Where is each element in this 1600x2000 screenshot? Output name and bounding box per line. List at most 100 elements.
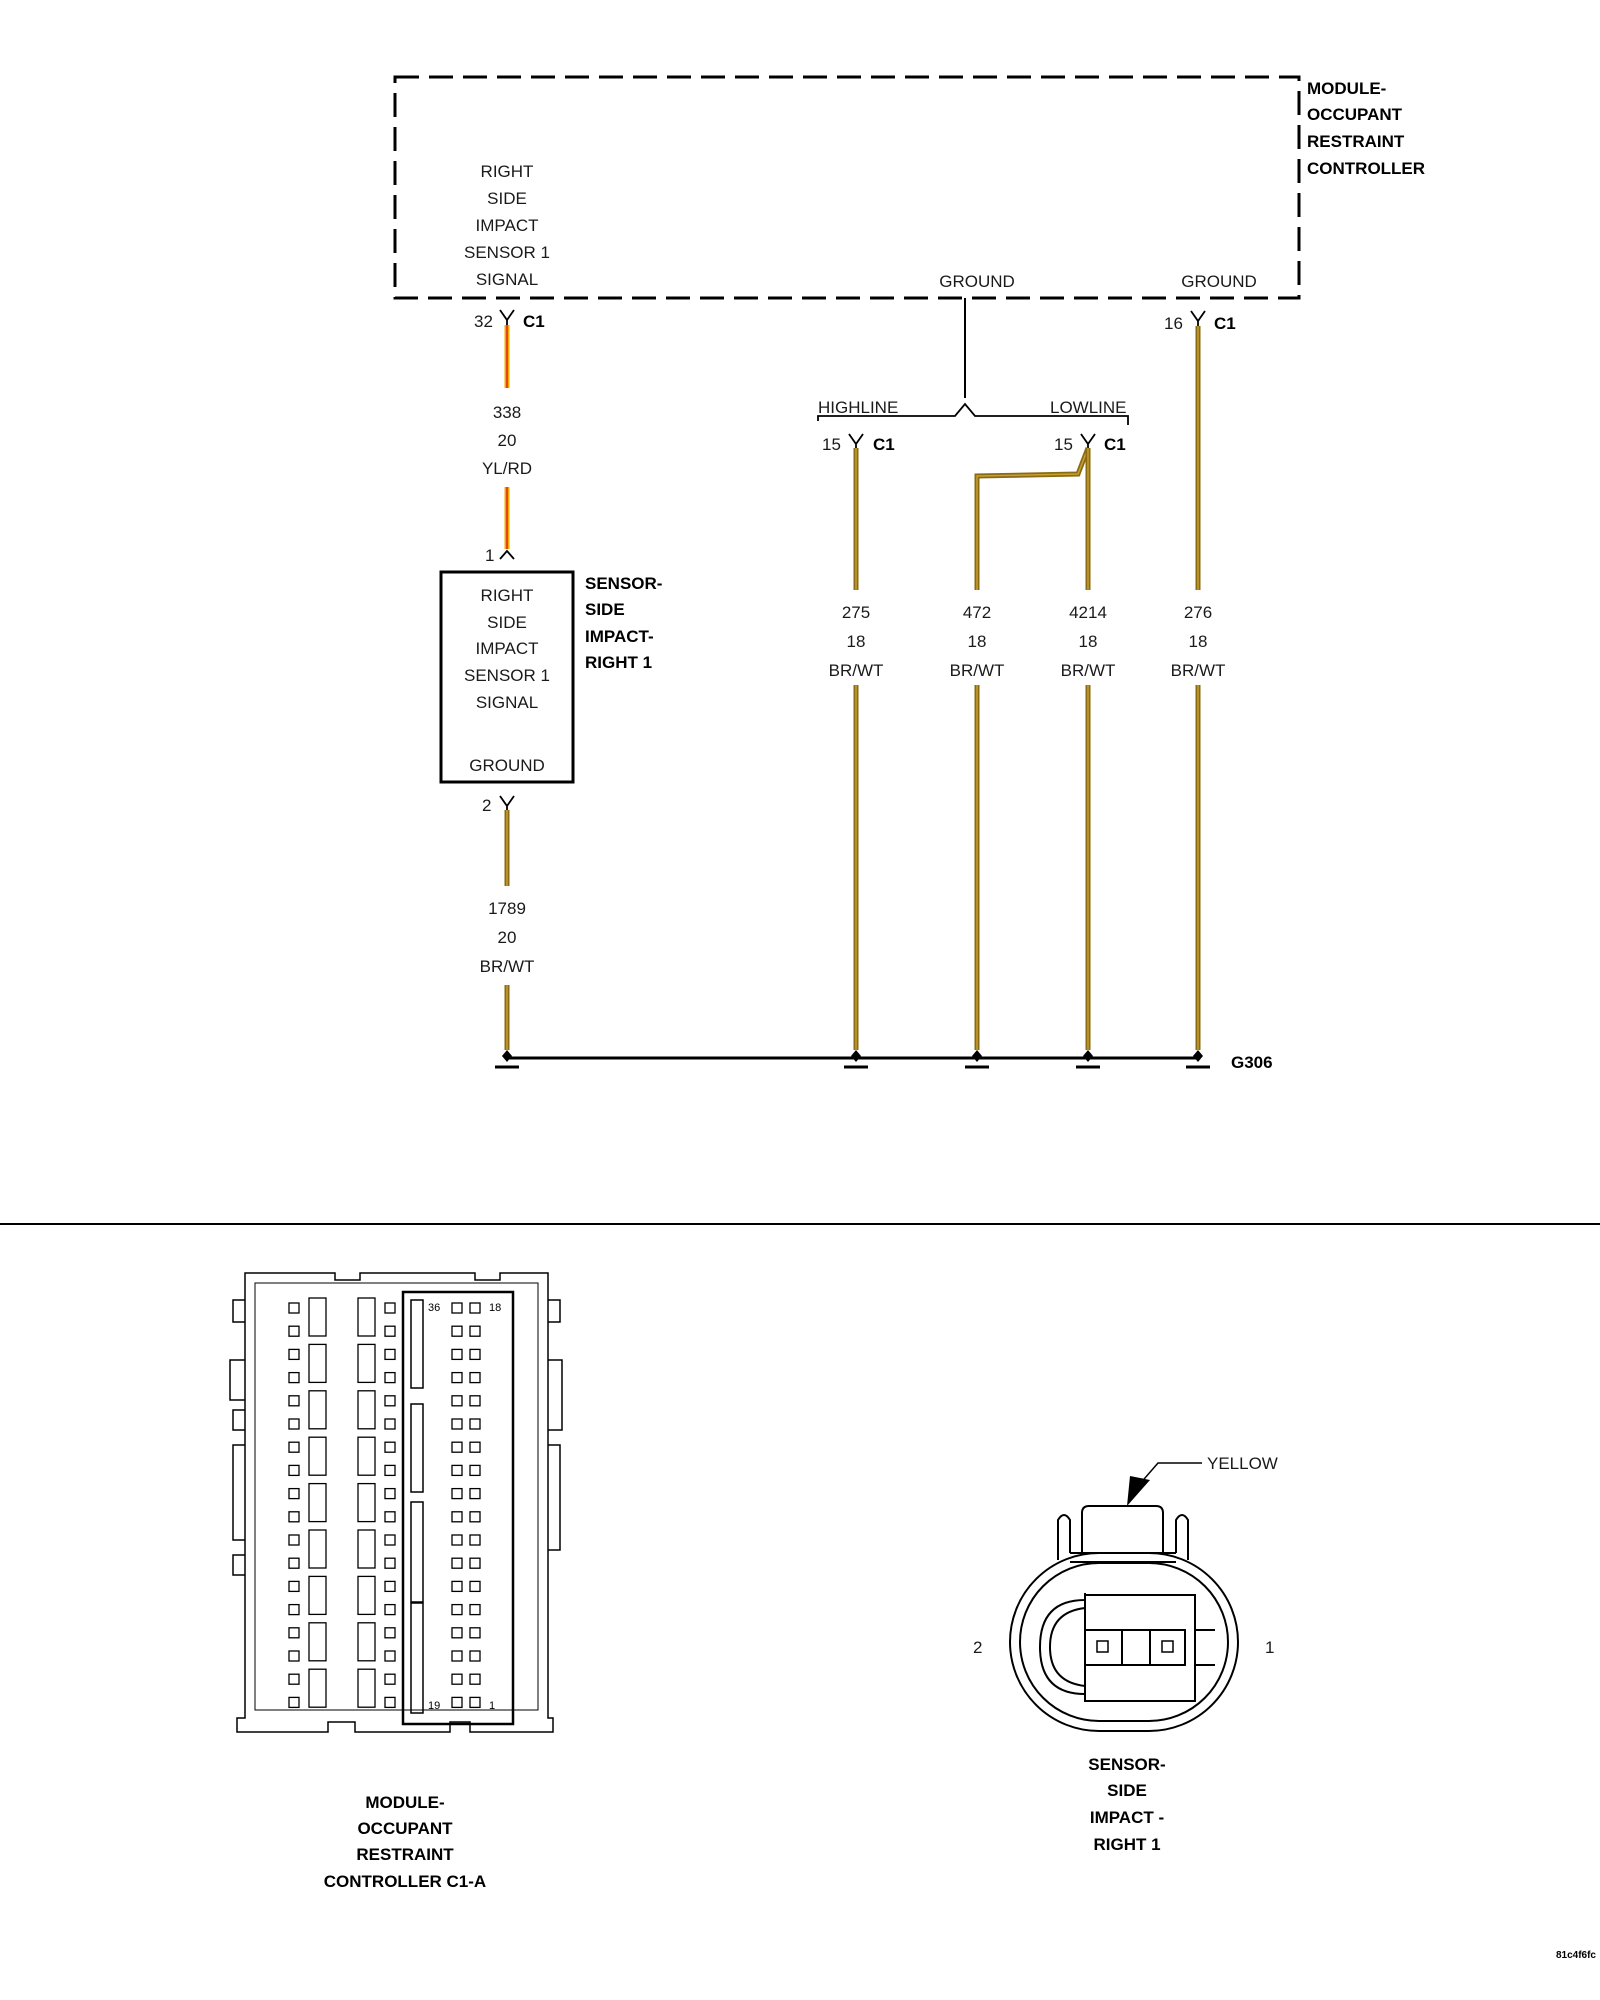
sensor-connector-caption-line-1: SENSOR- [1088, 1755, 1165, 1774]
c1a-cavity [384, 1650, 396, 1662]
c1-label: C1 [523, 312, 545, 331]
connector-c1-pin15-highline: 15 C1 [822, 433, 895, 454]
ground-bus-g306: G306 [495, 1050, 1273, 1072]
c1a-cavity [451, 1557, 463, 1569]
connector-c1-a-face-view [229, 1272, 563, 1733]
connector-c1-pin16: 16 C1 [1164, 310, 1236, 333]
sensor-connector-pin-1-label: 1 [1265, 1638, 1274, 1657]
wire-4214-gauge: 18 [1079, 632, 1098, 651]
c1a-cavity [288, 1603, 300, 1616]
c1a-cavity [308, 1436, 327, 1476]
c1a-cavity [469, 1534, 481, 1546]
sensor-connector-color-label: YELLOW [1207, 1454, 1278, 1473]
c1a-cavity [451, 1371, 463, 1384]
c1a-cavity [288, 1673, 300, 1685]
wire-4214-circuit: 4214 [1069, 603, 1107, 622]
module-signal-line-2: SIDE [487, 189, 527, 208]
c1a-cavity [469, 1673, 481, 1685]
ground-point [495, 1050, 519, 1069]
c1a-caption-line-4: CONTROLLER C1-A [324, 1872, 486, 1891]
c1a-cavity [469, 1487, 481, 1500]
c1a-pin-18-label: 18 [489, 1302, 501, 1314]
c1a-cavity [451, 1580, 463, 1593]
c1a-cavity [308, 1575, 327, 1616]
pin-32-label: 32 [474, 312, 493, 331]
module-ground-left-label: GROUND [939, 272, 1015, 291]
c1a-caption-line-1: MODULE- [365, 1793, 444, 1812]
sensor-box-line-3: IMPACT [476, 639, 539, 658]
sensor-box-line-4: SENSOR 1 [464, 666, 550, 685]
ground-point [844, 1050, 868, 1069]
c1a-cavity [288, 1534, 300, 1546]
sensor-name-line-1: SENSOR- [585, 574, 662, 593]
c1a-cavity [469, 1603, 481, 1616]
c1a-cavity [451, 1302, 463, 1314]
sensor-pin-2-label: 2 [482, 796, 491, 815]
ground-point [965, 1050, 989, 1069]
c1a-cavity [384, 1487, 396, 1500]
c1a-cavity [384, 1464, 396, 1477]
c1a-cavity [469, 1627, 481, 1639]
sensor-connector-face-view [1009, 1462, 1239, 1732]
pin-15-highline-label: 15 [822, 435, 841, 454]
sensor-name-line-3: IMPACT- [585, 627, 654, 646]
c1a-cavity [288, 1395, 300, 1407]
c1a-cavity-grid [288, 1297, 481, 1709]
c1a-cavity [384, 1441, 396, 1453]
c1a-cavity [357, 1343, 376, 1384]
c1a-cavity [357, 1297, 376, 1337]
c1a-cavity [308, 1482, 327, 1523]
c1a-cavity [451, 1418, 463, 1430]
c1a-cavity [451, 1534, 463, 1546]
sensor-connector-caption-line-4: RIGHT 1 [1093, 1835, 1160, 1854]
c1a-cavity [308, 1622, 327, 1662]
wire-1789-circuit: 1789 [488, 899, 526, 918]
c1a-cavity [288, 1302, 300, 1314]
wire-1789-gauge: 20 [498, 928, 517, 947]
c1a-cavity [308, 1343, 327, 1384]
wire-275-circuit: 275 [842, 603, 870, 622]
c1a-caption-line-3: RESTRAINT [356, 1845, 454, 1864]
module-title-line-1: MODULE- [1307, 79, 1386, 98]
c1a-cavity [308, 1297, 327, 1337]
module-occupant-restraint-controller: MODULE- OCCUPANT RESTRAINT CONTROLLER RI… [393, 75, 1425, 300]
ground-point [1076, 1050, 1100, 1069]
c1a-cavity [451, 1487, 463, 1500]
sensor-box-line-1: RIGHT [481, 586, 534, 605]
c1a-cavity [384, 1511, 396, 1523]
wire-276-color: BR/WT [1171, 661, 1226, 680]
c1a-cavity [451, 1395, 463, 1407]
c1a-cavity [384, 1557, 396, 1569]
highline-lowline-bracket [817, 402, 1129, 425]
c1a-cavity [384, 1395, 396, 1407]
c1a-cavity [288, 1325, 300, 1337]
c1a-cavity [288, 1348, 300, 1361]
c1a-cavity [384, 1325, 396, 1337]
c1a-cavity [384, 1348, 396, 1361]
sensor-connector-caption-line-2: SIDE [1107, 1781, 1147, 1800]
c1a-cavity [451, 1441, 463, 1453]
c1a-cavity [384, 1603, 396, 1616]
wire-338-circuit: 338 [493, 403, 521, 422]
module-signal-line-1: RIGHT [481, 162, 534, 181]
c1a-cavity [357, 1529, 376, 1569]
c1a-cavity [288, 1650, 300, 1662]
sensor-connector-pin-2-label: 2 [973, 1638, 982, 1657]
module-ground-right-label: GROUND [1181, 272, 1257, 291]
module-signal-line-4: SENSOR 1 [464, 243, 550, 262]
c1a-cavity [384, 1418, 396, 1430]
c1a-cavity [308, 1529, 327, 1569]
sensor-box-ground: GROUND [469, 756, 545, 775]
c1a-cavity [357, 1668, 376, 1708]
c1a-cavity [451, 1650, 463, 1662]
module-title-line-2: OCCUPANT [1307, 105, 1403, 124]
module-title-line-3: RESTRAINT [1307, 132, 1405, 151]
sensor-name-line-2: SIDE [585, 600, 625, 619]
pin-15-lowline-label: 15 [1054, 435, 1073, 454]
pin-16-label: 16 [1164, 314, 1183, 333]
wire-472-color: BR/WT [950, 661, 1005, 680]
c1a-cavity [384, 1696, 396, 1709]
wire-338-gauge: 20 [498, 431, 517, 450]
c1a-cavity [469, 1511, 481, 1523]
